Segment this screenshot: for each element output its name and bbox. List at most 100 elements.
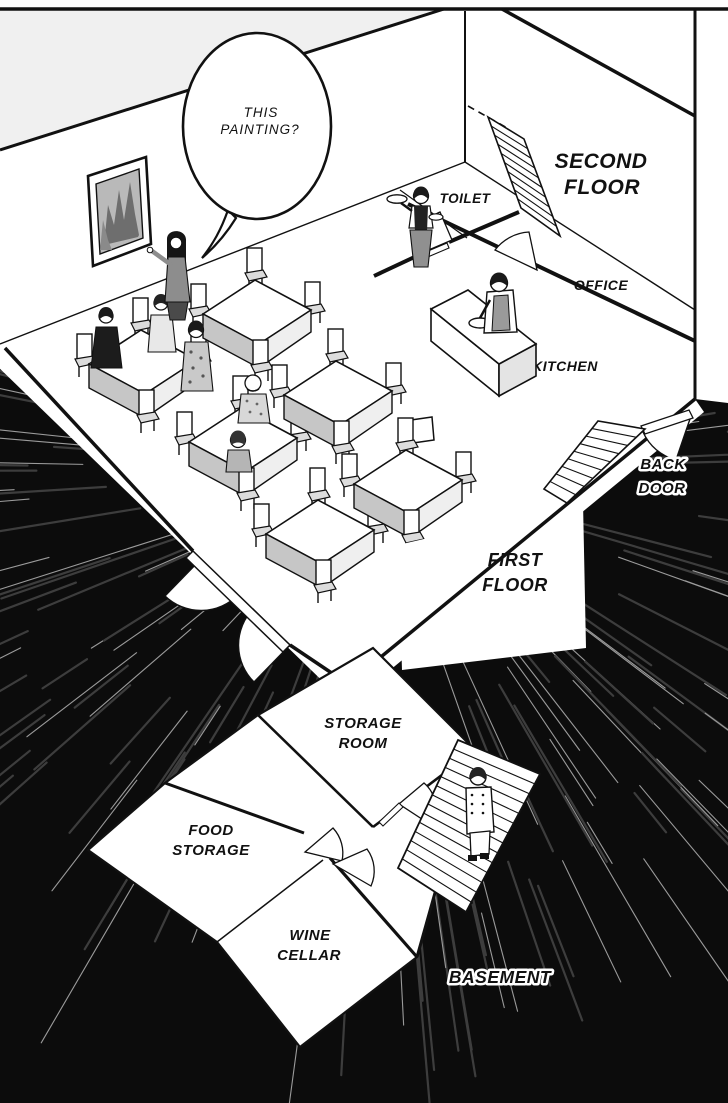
stair-steps — [549, 428, 637, 496]
speed-line — [83, 867, 135, 951]
chef-hair — [490, 272, 508, 286]
stair-step — [500, 152, 539, 179]
waiter-vest — [414, 206, 428, 232]
kitchen-label: KITCHEN — [532, 358, 598, 374]
chair — [136, 389, 160, 433]
speed-line — [0, 647, 22, 704]
speed-line — [553, 655, 682, 788]
speed-line — [0, 698, 52, 784]
speed-line — [653, 706, 707, 753]
storage-room-wall-left — [257, 714, 374, 828]
chef-apron — [491, 294, 511, 332]
speed-line — [635, 459, 728, 465]
first-floor-label-line1: FIRST — [488, 550, 544, 570]
wine-cellar-door-arc — [331, 848, 375, 887]
waiter — [386, 186, 444, 268]
vest-pattern — [245, 399, 263, 416]
entrance-door-leaf — [184, 549, 292, 654]
wine-cellar-label-line1: WINE — [289, 927, 331, 944]
speed-line — [507, 860, 552, 987]
wine-cellar-label-line2: CELLAR — [277, 947, 341, 964]
speed-line — [506, 666, 597, 799]
diner-hair — [99, 307, 113, 320]
speed-line — [643, 858, 728, 1039]
speed-line — [564, 795, 672, 978]
speed-line — [527, 0, 589, 28]
speed-line — [348, 144, 356, 238]
office-partition-wall — [407, 202, 696, 343]
speed-line — [194, 705, 221, 746]
painting-art-2 — [100, 220, 112, 250]
stair-step — [410, 840, 483, 883]
speed-line — [617, 450, 728, 461]
mustache — [246, 388, 260, 392]
speed-line — [0, 713, 46, 784]
stair-step — [414, 830, 488, 874]
waiter-arm — [400, 202, 413, 212]
second-floor-label-line1: SECOND — [555, 150, 648, 173]
basement-label: BASEMENT — [449, 967, 552, 987]
stair-step — [591, 428, 637, 438]
stair-step — [507, 171, 546, 198]
speed-line — [704, 683, 728, 735]
stair-step — [449, 757, 530, 795]
speed-line — [498, 683, 594, 847]
speed-line — [447, 24, 457, 81]
speed-line — [33, 684, 132, 771]
speed-line — [561, 362, 728, 397]
painting-art — [104, 182, 139, 245]
speed-line — [372, 110, 374, 284]
speed-line — [721, 75, 728, 175]
speed-line — [330, 0, 340, 3]
speed-line — [564, 0, 610, 36]
stair-step — [585, 435, 628, 446]
second-floor-label-line2: FLOOR — [564, 176, 640, 199]
diner-hair — [230, 430, 246, 445]
staircase-to-basement-upper — [542, 420, 647, 505]
speed-line — [541, 396, 582, 412]
speed-line — [586, 821, 613, 864]
dining-table — [251, 467, 389, 603]
food-storage-label-line1: FOOD — [188, 822, 233, 839]
chef-trousers — [469, 830, 491, 857]
entrance-double-door — [164, 549, 292, 683]
speed-line — [680, 788, 728, 919]
speed-line — [378, 76, 379, 208]
stair-step — [579, 443, 620, 455]
speed-line — [714, 139, 728, 174]
speed-line — [0, 365, 56, 408]
diner-bald-man — [237, 374, 271, 424]
chef-arm — [478, 299, 492, 319]
diner-body — [90, 326, 123, 369]
chair — [313, 559, 337, 603]
speed-line — [110, 710, 188, 810]
stair-step — [453, 748, 535, 785]
speed-line — [109, 696, 171, 765]
speed-line — [562, 860, 622, 983]
diner-woman-patterned — [180, 320, 214, 392]
stair-step — [497, 143, 536, 169]
diner-woman-black-dress — [90, 307, 123, 369]
left-wall-base — [0, 161, 466, 345]
diner-body — [147, 314, 177, 353]
stair-step — [427, 803, 504, 844]
painting — [86, 155, 153, 268]
speed-line — [0, 530, 198, 600]
office-label: OFFICE — [574, 277, 628, 293]
skirt — [166, 301, 189, 321]
stair-step — [549, 480, 576, 496]
stair-step — [494, 134, 532, 159]
speed-line — [481, 912, 505, 1009]
speed-line — [0, 313, 59, 350]
chef-shoe-left — [468, 855, 477, 861]
speed-line — [89, 628, 192, 717]
speed-line — [584, 403, 634, 419]
speed-line — [0, 529, 187, 599]
plate — [428, 213, 444, 221]
chair — [331, 420, 355, 464]
right-wall-top-edge — [501, 7, 696, 118]
diner-body — [180, 341, 214, 392]
first-floor-label-line2: FLOOR — [482, 575, 548, 595]
speed-line — [0, 761, 48, 865]
stair-step — [504, 162, 543, 188]
